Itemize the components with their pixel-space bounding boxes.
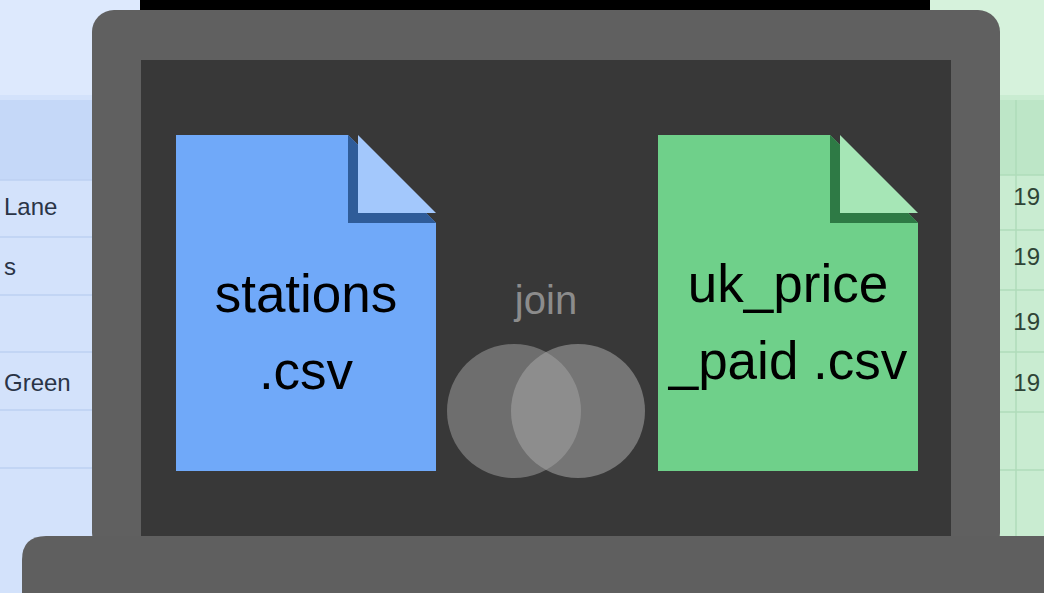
file-name: uk_price _paid .csv (666, 246, 910, 400)
table-cell: 19 (1013, 243, 1040, 271)
fold-shadow (830, 135, 918, 223)
right-table-column-rule (1015, 100, 1017, 593)
venn-circles (447, 344, 645, 478)
file-body (176, 135, 436, 471)
file-body (658, 135, 918, 471)
table-cell: 19 (1013, 183, 1040, 211)
join-label: join (515, 278, 577, 323)
fold-corner (840, 135, 918, 213)
fold-shadow (348, 135, 436, 223)
file-icon: uk_price _paid .csv (658, 135, 918, 471)
laptop-lid (92, 10, 1000, 555)
table-cell: 19 (1013, 308, 1040, 336)
laptop-base (22, 536, 1044, 593)
table-cell: 19 (1013, 369, 1040, 397)
laptop-screen (141, 60, 951, 536)
table-cell: s (4, 253, 16, 281)
fold-corner (358, 135, 436, 213)
file-icon: stations .csv (176, 135, 436, 471)
file-name: stations .csv (184, 256, 428, 410)
table-cell: Lane (4, 193, 57, 221)
table-cell: Green (4, 369, 71, 397)
